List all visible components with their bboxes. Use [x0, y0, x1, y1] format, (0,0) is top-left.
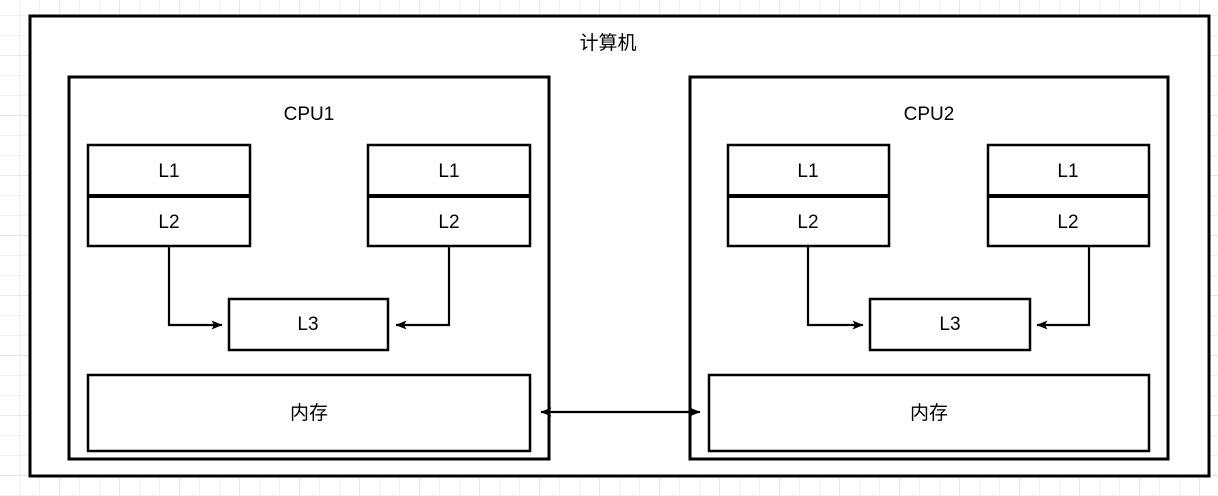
cpu2-connector-right [1036, 246, 1091, 330]
cpu2-cache-1[interactable]: L1 L2 [726, 143, 891, 248]
cpu1-cache1-l1-label: L1 [158, 161, 179, 182]
cpu1-connector-left [167, 246, 223, 330]
cpu1-group[interactable]: CPU1 L1 L2 L1 L2 L3 内存 [67, 75, 551, 461]
cpu1-l3-box[interactable] [227, 297, 390, 352]
cpu1-cache1-l2-label: L2 [158, 212, 179, 233]
cpu1-cache-1[interactable]: L1 L2 [86, 143, 252, 248]
cpu1-memory-box[interactable] [86, 373, 532, 453]
computer-label: 计算机 [579, 32, 636, 54]
cpu2-label: CPU2 [904, 104, 955, 125]
cpu1-l3-label: L3 [297, 314, 318, 335]
cpu1-connector-right [395, 246, 451, 330]
cpu2-memory-box[interactable] [707, 373, 1151, 453]
cpu1-cache2-l1-label: L1 [438, 161, 459, 182]
cpu2-cache1-l2-label: L2 [797, 212, 818, 233]
cpu2-cache1-l1-label: L1 [797, 161, 818, 182]
cpu2-group[interactable]: CPU2 L1 L2 L1 L2 L3 内存 [688, 75, 1170, 461]
cpu1-label: CPU1 [284, 104, 335, 125]
cpu1-cache2-l2-label: L2 [438, 212, 459, 233]
cpu1-memory[interactable]: 内存 [86, 373, 532, 453]
cpu1-l3[interactable]: L3 [227, 297, 390, 352]
cpu1-memory-label: 内存 [290, 402, 328, 424]
cpu2-memory-label: 内存 [910, 402, 948, 424]
cpu2-cache2-l2-label: L2 [1057, 212, 1078, 233]
cpu1-cache-2[interactable]: L1 L2 [366, 143, 532, 248]
cpu2-l3[interactable]: L3 [868, 297, 1032, 352]
cpu2-memory[interactable]: 内存 [707, 373, 1151, 453]
cpu2-l3-label: L3 [939, 314, 960, 335]
cpu2-connector-left [806, 246, 864, 330]
cpu2-l3-box[interactable] [868, 297, 1032, 352]
cpu2-cache-2[interactable]: L1 L2 [986, 143, 1151, 248]
cpu2-cache2-l1-label: L1 [1057, 161, 1078, 182]
